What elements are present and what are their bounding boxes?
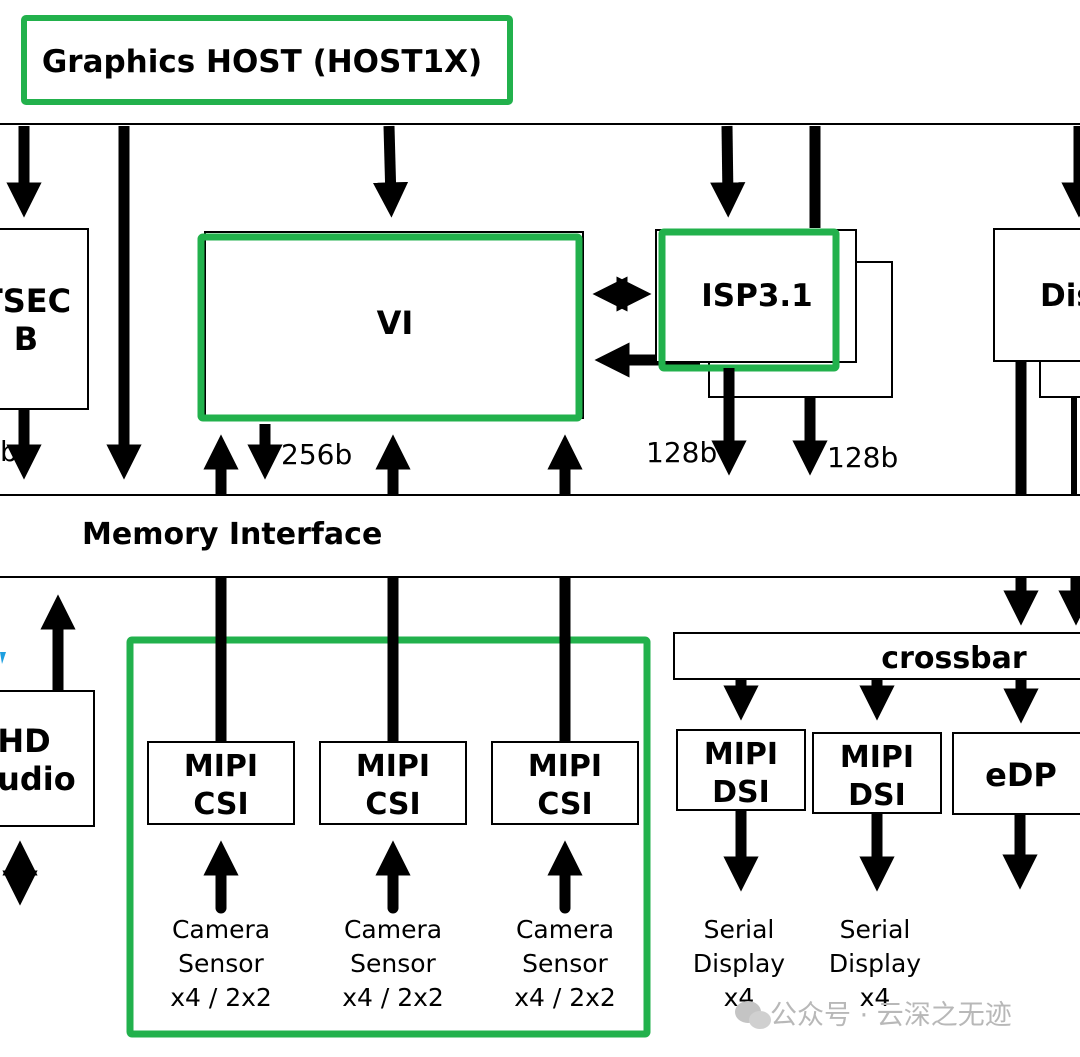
dsi-label-line2: DSI: [712, 775, 770, 810]
dsi-label-line1: MIPI: [840, 740, 914, 775]
hd-audio-label-line2: Audio: [0, 760, 76, 798]
tsec-block: TSEC B: [0, 228, 89, 410]
csi-label-line1: MIPI: [528, 749, 602, 784]
mipi-dsi-group: MIPIDSISerialDisplayx4MIPIDSISerialDispl…: [676, 680, 942, 1012]
vi-bus-width: 256b: [281, 438, 352, 471]
isp-bus-width-2: 128b: [827, 441, 898, 474]
isp-label: ISP3.1: [701, 278, 813, 314]
tsec-bus-width: b: [0, 435, 18, 468]
crossbar-label: crossbar: [881, 641, 1027, 676]
display-block: Dis: [993, 228, 1080, 398]
camera-sensor-label: Camera: [344, 915, 442, 944]
display-label: Dis: [1040, 278, 1080, 314]
isp-block: ISP3.1: [655, 228, 893, 398]
camera-sensor-label: x4 / 2x2: [514, 983, 616, 1012]
camera-sensor-label: Sensor: [350, 949, 436, 978]
hd-audio-block: HD Audio: [0, 690, 95, 827]
wechat-icon: [735, 1001, 771, 1029]
tsec-label-line2: B: [14, 320, 38, 358]
tsec-label-line1: TSEC: [0, 282, 71, 320]
serial-display-label: x4: [860, 983, 891, 1012]
serial-display-label: Serial: [704, 915, 775, 944]
watermark-text: 公众号 · 云深之无迹: [770, 1000, 1012, 1031]
csi-label-line2: CSI: [365, 787, 420, 822]
crossbar-block: crossbar: [673, 632, 1080, 680]
csi-label-line2: CSI: [193, 787, 248, 822]
csi-label-line2: CSI: [537, 787, 592, 822]
host-to-isp-arrow: [710, 125, 746, 218]
csi-label-line1: MIPI: [184, 749, 258, 784]
watermark: 公众号 · 云深之无迹: [735, 1000, 1012, 1031]
camera-sensor-label: Sensor: [522, 949, 608, 978]
vi-label: VI: [377, 304, 414, 342]
memory-interface-label: Memory Interface: [82, 517, 382, 552]
dsi-label-line1: MIPI: [704, 737, 778, 772]
serial-display-label: Serial: [840, 915, 911, 944]
dsi-label-line2: DSI: [848, 778, 906, 813]
csi-label-line1: MIPI: [356, 749, 430, 784]
blue-marker-icon: [0, 652, 6, 664]
camera-sensor-label: Camera: [172, 915, 270, 944]
camera-sensor-label: Sensor: [178, 949, 264, 978]
graphics-host-block: Graphics HOST (HOST1X): [21, 15, 513, 105]
edp-label: eDP: [985, 756, 1057, 794]
camera-sensor-label: Camera: [516, 915, 614, 944]
serial-display-label: Display: [693, 949, 785, 978]
hd-audio-label-line1: HD: [0, 722, 51, 760]
graphics-host-label: Graphics HOST (HOST1X): [42, 44, 482, 80]
host-to-vi-arrow: [372, 125, 409, 218]
isp-bus-width-1: 128b: [646, 436, 717, 469]
edp-block: eDP: [952, 732, 1080, 815]
vi-block: VI: [197, 231, 584, 422]
serial-display-label: Display: [829, 949, 921, 978]
memory-interface-bus: Memory Interface: [0, 494, 1080, 578]
camera-sensor-label: x4 / 2x2: [342, 983, 444, 1012]
camera-sensor-label: x4 / 2x2: [170, 983, 272, 1012]
